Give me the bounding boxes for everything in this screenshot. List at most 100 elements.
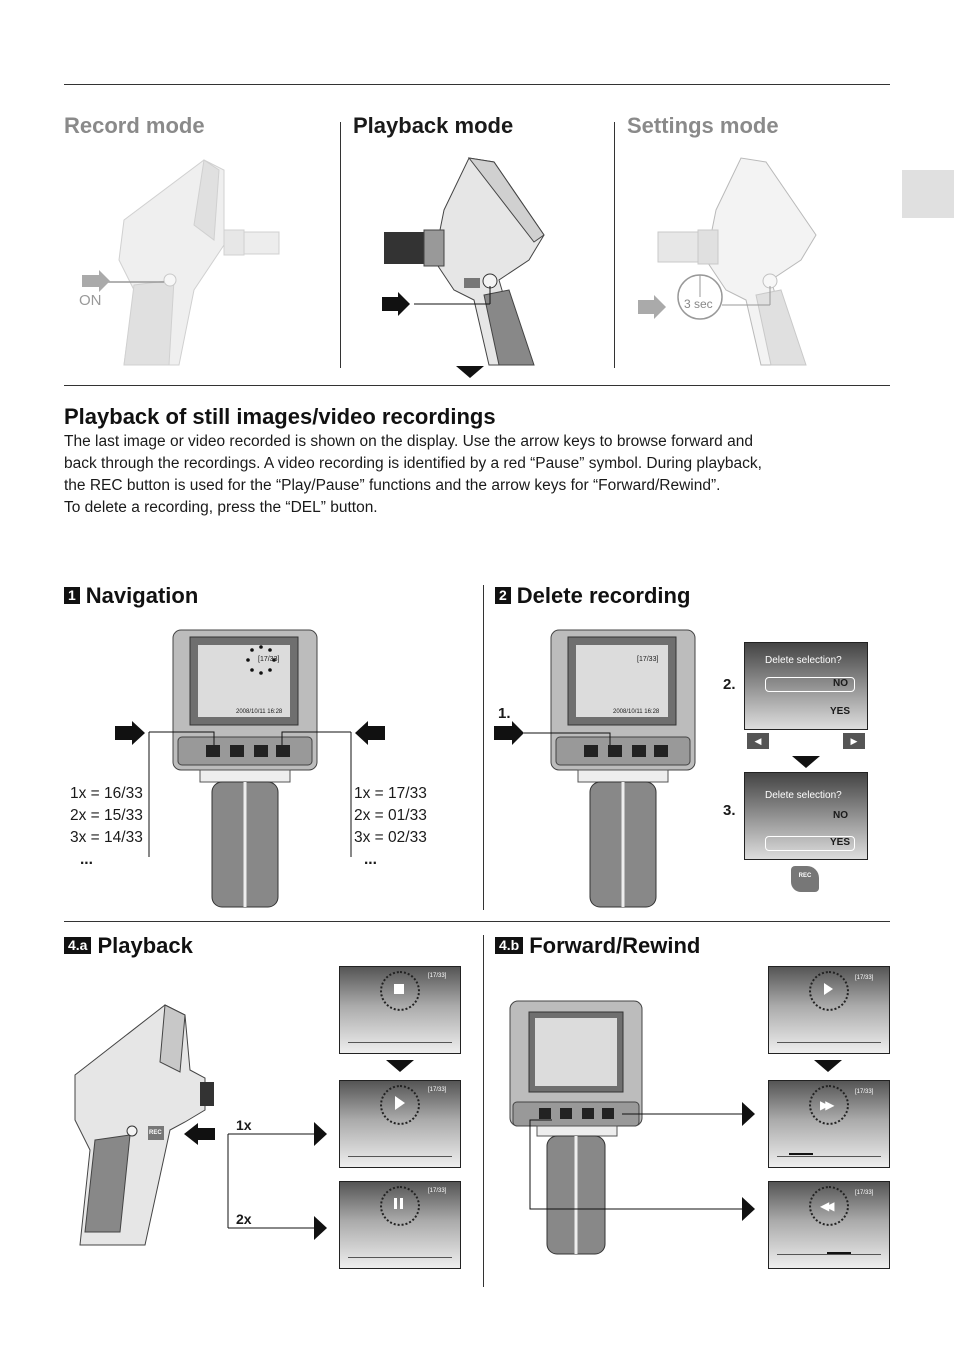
playback-mode-title: Playback mode	[353, 113, 514, 138]
yes-option[interactable]: YES	[830, 837, 851, 848]
three-sec-label: 3 sec	[684, 297, 713, 311]
nav-back-item: 1x = 16/33	[70, 785, 143, 802]
pause-icon	[394, 1198, 397, 1209]
down-arrow-icon	[386, 1060, 414, 1072]
arrow-right-icon	[494, 721, 524, 745]
screen-counter: [17/33]	[428, 973, 447, 979]
dialog-title: Delete selection?	[765, 790, 842, 801]
navigation-back-list: 1x = 16/33 2x = 15/33 3x = 14/33 ...	[70, 783, 143, 871]
settings-mode-camera-illustration	[638, 157, 817, 366]
skip-back-icon: ◀	[747, 733, 769, 749]
nav-forward-item: ...	[364, 851, 377, 868]
delete-connector	[494, 721, 611, 745]
forward-progress-arrow	[789, 1153, 813, 1155]
fast-forward-icon: ▶▶	[820, 1098, 835, 1112]
delete-step-3: 3.	[723, 802, 736, 819]
playback-title: Playback	[97, 933, 193, 958]
record-mode-camera-illustration	[82, 159, 280, 366]
no-option-highlight[interactable]	[765, 677, 855, 692]
section-tab	[902, 170, 954, 218]
description-line: the REC button is used for the “Play/Pau…	[64, 477, 721, 494]
record-mode-title: Record mode	[64, 113, 205, 138]
description-line: back through the recordings. A video rec…	[64, 455, 762, 472]
navigation-counter: [17/33]	[258, 656, 280, 663]
navigation-forward-list: 1x = 17/33 2x = 01/33 3x = 02/33 ...	[354, 783, 427, 871]
on-label: ON	[79, 292, 102, 309]
section-title: Playback of still images/video recording…	[64, 404, 496, 429]
screen-counter: [17/33]	[428, 1188, 447, 1194]
playback-mode-camera-illustration	[382, 157, 545, 366]
yes-option[interactable]: YES	[830, 706, 851, 717]
navigation-datetime: 2008/10/11 16:28	[236, 709, 283, 715]
settings-mode-title: Settings mode	[627, 113, 779, 138]
screen-counter: [17/33]	[855, 1089, 874, 1095]
description-line: To delete a recording, press the “DEL” b…	[64, 499, 378, 516]
play-screen: [17/33]	[339, 1080, 461, 1168]
stop-screen: [17/33]	[339, 966, 461, 1054]
press-once-label: 1x	[236, 1117, 252, 1133]
section-description: The last image or video recorded is show…	[64, 431, 884, 519]
press-twice-label: 2x	[236, 1211, 252, 1227]
delete-dialog-yes: Delete selection? NO YES	[744, 772, 868, 860]
rewind-screen: [17/33] ◀◀	[768, 1181, 890, 1269]
playback-heading: 4.a Playback	[64, 933, 193, 959]
play-icon	[395, 1096, 405, 1110]
skip-forward-icon: ▶	[843, 733, 865, 749]
delete-dialog-no: Delete selection? NO YES	[744, 642, 868, 730]
forward-number-badge: 4.b	[495, 937, 524, 954]
navigation-heading: 1 Navigation	[64, 583, 198, 609]
delete-counter: [17/33]	[637, 656, 659, 663]
forward-heading: 4.b Forward/Rewind	[495, 933, 700, 959]
delete-title: Delete recording	[516, 583, 691, 608]
nav-forward-item: 3x = 02/33	[354, 829, 427, 846]
rewind-icon: ◀◀	[820, 1199, 835, 1213]
arrow-left-icon	[184, 1123, 215, 1145]
delete-number-badge: 2	[495, 587, 511, 604]
arrow-right-icon	[115, 721, 145, 745]
nav-back-item: 3x = 14/33	[70, 829, 143, 846]
delete-camera-illustration	[550, 629, 696, 908]
pause-screen: [17/33]	[339, 1181, 461, 1269]
rec-button[interactable]: REC	[791, 866, 819, 892]
nav-forward-item: 2x = 01/33	[354, 807, 427, 824]
description-line: The last image or video recorded is show…	[64, 433, 753, 450]
screen-counter: [17/33]	[855, 975, 874, 981]
yes-option-highlight[interactable]	[765, 836, 855, 851]
screen-counter: [17/33]	[428, 1087, 447, 1093]
no-option[interactable]: NO	[833, 810, 848, 821]
navigation-camera-illustration	[172, 629, 318, 908]
nav-back-item: ...	[80, 851, 93, 868]
down-arrow-icon	[456, 366, 484, 378]
mode-divider-1	[340, 122, 341, 368]
mid-divider-top	[483, 585, 484, 910]
stop-icon	[394, 984, 404, 994]
navigation-number-badge: 1	[64, 587, 80, 604]
navigation-connectors	[115, 721, 385, 857]
playback-number-badge: 4.a	[64, 937, 92, 954]
mid-rule	[64, 385, 890, 386]
delete-step-2: 2.	[723, 676, 736, 693]
lower-rule	[64, 921, 890, 922]
forward-play-screen: [17/33]	[768, 966, 890, 1054]
rewind-progress-arrow	[827, 1252, 851, 1254]
down-arrow-icon	[792, 756, 820, 768]
mid-divider-bottom	[483, 935, 484, 1287]
forward-camera-illustration	[509, 1000, 643, 1255]
dialog-title: Delete selection?	[765, 655, 842, 666]
play-icon	[824, 983, 833, 995]
playback-connectors	[184, 1122, 327, 1240]
navigation-title: Navigation	[85, 583, 199, 608]
delete-step-1: 1.	[498, 705, 511, 722]
forward-connectors	[529, 1102, 755, 1221]
fast-forward-screen: [17/33] ▶▶	[768, 1080, 890, 1168]
arrow-left-icon	[355, 721, 385, 745]
delete-datetime: 2008/10/11 16:28	[613, 709, 660, 715]
no-option[interactable]: NO	[833, 678, 848, 689]
mode-divider-2	[614, 122, 615, 368]
rec-button[interactable]: REC	[149, 1130, 162, 1136]
forward-title: Forward/Rewind	[529, 933, 701, 958]
nav-back-item: 2x = 15/33	[70, 807, 143, 824]
down-arrow-icon	[814, 1060, 842, 1072]
screen-counter: [17/33]	[855, 1190, 874, 1196]
nav-forward-item: 1x = 17/33	[354, 785, 427, 802]
